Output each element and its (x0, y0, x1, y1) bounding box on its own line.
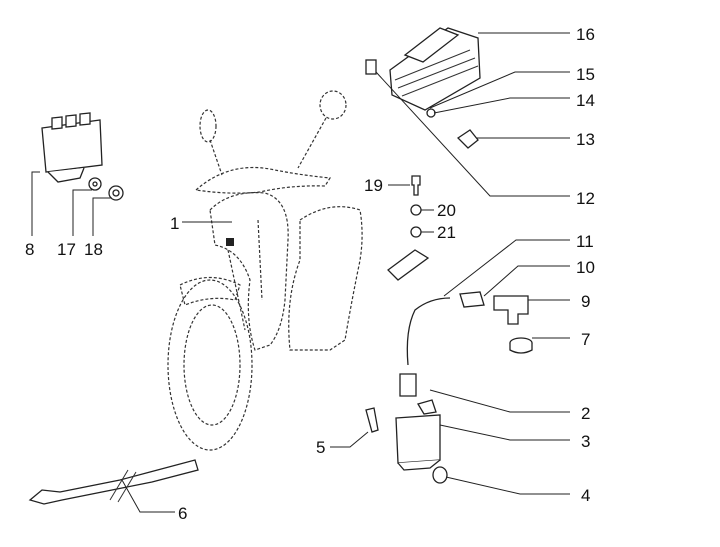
ignition-coil (365, 399, 448, 484)
callout-15: 15 (576, 65, 595, 84)
callout-11: 11 (576, 232, 594, 251)
callout-5: 5 (316, 438, 325, 457)
scooter-detail (226, 238, 234, 246)
callout-1: 1 (170, 214, 179, 233)
callout-18: 18 (84, 240, 103, 259)
callout-14: 14 (576, 91, 595, 110)
scooter-illustration (167, 90, 363, 451)
callout-2: 2 (581, 404, 590, 423)
callout-7: 7 (581, 330, 590, 349)
callout-3: 3 (581, 432, 590, 451)
callout-8: 8 (25, 240, 34, 259)
callout-13: 13 (576, 130, 595, 149)
callout-20: 20 (437, 201, 456, 220)
relay-unit (41, 112, 124, 201)
callout-10: 10 (576, 258, 595, 277)
callout-12: 12 (576, 189, 595, 208)
callout-19: 19 (364, 176, 383, 195)
regulator (365, 27, 481, 149)
callout-6: 6 (178, 504, 187, 523)
leader-lines (31, 32, 570, 513)
ht-lead-assembly (399, 291, 533, 397)
callout-9: 9 (581, 292, 590, 311)
bolt-washer-stack (387, 175, 430, 281)
callout-17: 17 (57, 240, 76, 259)
callout-21: 21 (437, 223, 456, 242)
callout-16: 16 (576, 25, 595, 44)
callout-4: 4 (581, 486, 590, 505)
cable (28, 459, 199, 505)
callout-labels: 1 2 3 4 5 6 7 8 9 10 11 12 13 14 15 16 1… (25, 25, 595, 523)
